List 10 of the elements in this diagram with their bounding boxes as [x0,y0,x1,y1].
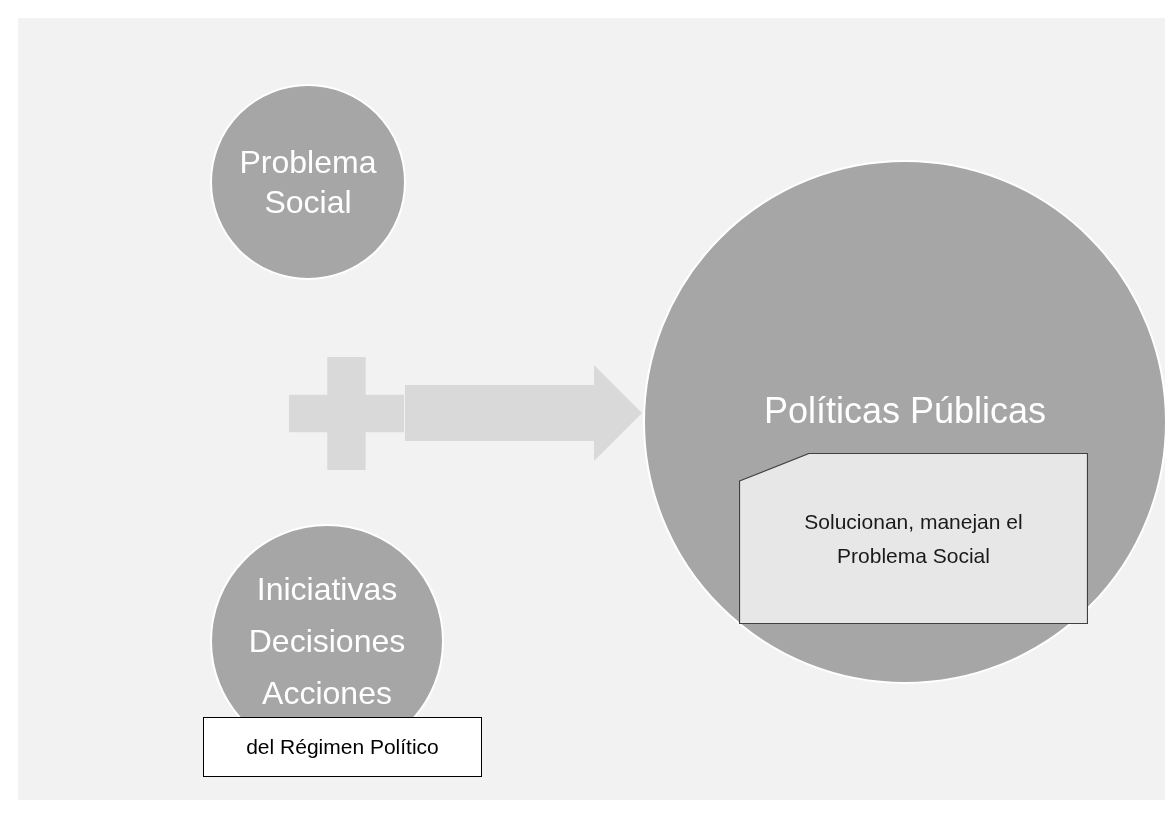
block-arrow [405,365,642,461]
node-text: Problema Social [238,143,378,222]
node-text: Acciones [261,674,393,713]
node-text: Políticas Públicas [763,389,1047,433]
node-text: Decisiones [247,622,407,661]
box-text: del Régimen Político [246,734,439,761]
callout-text: Solucionan, manejan el Problema Social [803,508,1024,569]
node-text: Iniciativas [255,570,399,609]
text-box [203,717,482,777]
plus-sign [289,357,404,470]
